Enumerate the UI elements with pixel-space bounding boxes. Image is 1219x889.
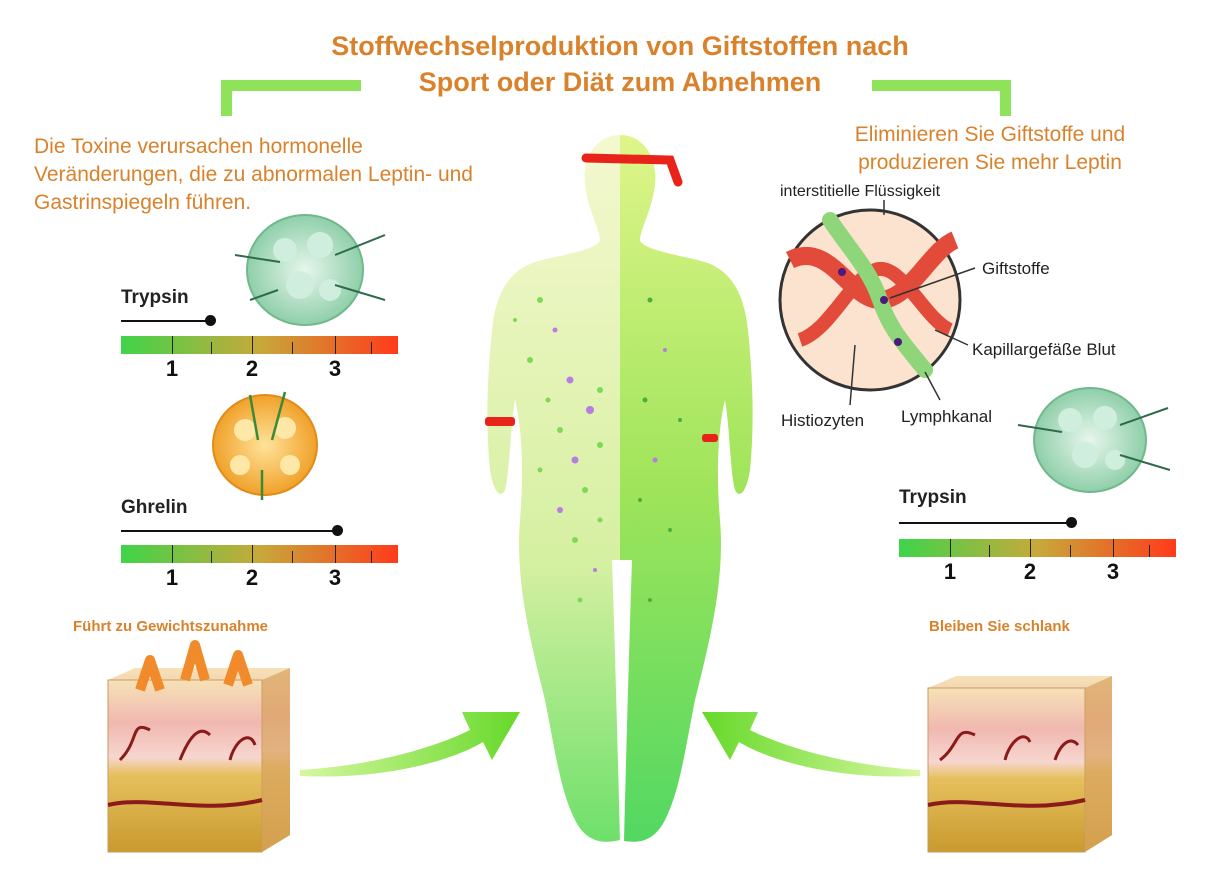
label-histiocytes: Histiozyten [781, 411, 865, 430]
title-bracket-left [221, 80, 361, 116]
tick-2: 2 [245, 565, 259, 590]
title-bracket-right [872, 80, 1011, 116]
right-description: Eliminieren Sie Giftstoffe und produzier… [820, 121, 1160, 177]
toxin-specks [513, 297, 682, 603]
page-title: Stoffwechselproduktion von Giftstoffen n… [250, 28, 990, 100]
heat-arrows-icon [135, 640, 253, 692]
title-line-2: Sport oder Diät zum Abnehmen [418, 67, 822, 97]
wrist-band-left [485, 417, 515, 426]
meter-pointer-track [121, 315, 401, 336]
tick-2: 2 [1023, 559, 1037, 584]
wrist-band-right [702, 434, 718, 442]
label-toxins: Giftstoffe [982, 259, 1050, 278]
tick-1: 1 [165, 565, 179, 590]
tick-3: 3 [1106, 559, 1120, 584]
tick-2: 2 [245, 356, 259, 381]
left-description-line-1: Die Toxine verursachen hormonelle [34, 135, 363, 158]
meter-label: Trypsin [121, 287, 189, 308]
arrow-right-to-body [702, 712, 920, 777]
tick-3: 3 [328, 565, 342, 590]
meter-trypsin-left: Trypsin 1 2 3 [121, 287, 401, 382]
caption-stay-slim: Bleiben Sie schlank [929, 618, 1070, 635]
tick-1: 1 [165, 356, 179, 381]
meter-label: Ghrelin [121, 497, 188, 518]
meter-pointer-track [121, 525, 401, 546]
left-description-line-3: Gastrinspiegeln führen. [34, 191, 252, 214]
meter-label: Trypsin [899, 487, 967, 508]
head-band [581, 153, 683, 187]
skin-block-left [107, 640, 290, 853]
right-description-line-2: produzieren Sie mehr Leptin [858, 151, 1122, 174]
arrow-left-to-body [300, 712, 520, 777]
meter-pointer-dot [332, 525, 343, 536]
meter-pointer-line [899, 522, 1071, 524]
meter-gradient-bar: 1 2 3 [899, 539, 1176, 584]
meter-pointer-dot [205, 315, 216, 326]
meter-ghrelin-left: Ghrelin 1 2 3 [121, 497, 401, 592]
skin-block-right [927, 676, 1112, 853]
meter-gradient-bar: 1 2 3 [121, 545, 398, 590]
body-right-half [620, 135, 753, 842]
lymph-node-illustration-left [234, 214, 386, 326]
meter-pointer-line [121, 530, 337, 532]
lymph-node-illustration-right [1017, 387, 1171, 493]
meter-trypsin-right: Trypsin 1 2 3 [899, 487, 1179, 584]
meter-pointer-line [121, 320, 210, 322]
label-capillary-blood: Kapillargefäße Blut [972, 340, 1116, 359]
left-description: Die Toxine verursachen hormonelle Veränd… [34, 133, 574, 217]
tick-3: 3 [328, 356, 342, 381]
right-description-line-1: Eliminieren Sie Giftstoffe und [854, 123, 1126, 146]
caption-weight-gain: Führt zu Gewichtszunahme [73, 618, 269, 635]
title-line-1: Stoffwechselproduktion von Giftstoffen n… [331, 31, 909, 61]
meter-pointer-track [899, 517, 1179, 538]
label-lymph-channel: Lymphkanal [901, 407, 993, 426]
stomach-gland-illustration [212, 391, 318, 500]
tissue-circle-diagram [778, 200, 976, 406]
tick-1: 1 [943, 559, 957, 584]
body-left-half [487, 135, 620, 842]
meter-gradient-bar: 1 2 3 [121, 336, 398, 381]
meter-pointer-dot [1066, 517, 1077, 528]
body-silhouette [485, 135, 753, 842]
left-description-line-2: Veränderungen, die zu abnormalen Leptin-… [34, 163, 473, 186]
label-interstitial-fluid: interstitielle Flüssigkeit [780, 183, 941, 200]
